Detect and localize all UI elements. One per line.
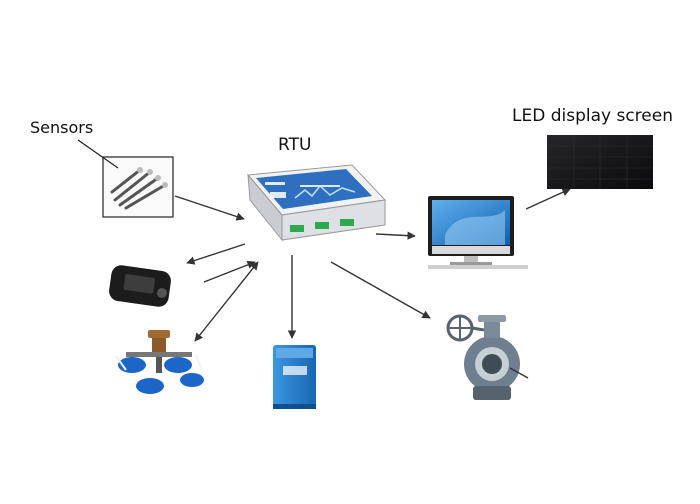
rtu-device-icon: [246, 164, 387, 242]
arrow-rtu-to-handheld: [186, 243, 246, 265]
aerator-icon: [115, 330, 204, 394]
arrow-handheld-to-rtu: [203, 260, 256, 283]
water-tank-icon: [273, 345, 316, 409]
led-display-panel-icon: [547, 135, 653, 189]
arrow-rtu-to-pc: [375, 231, 416, 240]
arrow-pc-to-led: [525, 188, 571, 210]
sensor-probes-icon: [102, 156, 174, 218]
arrow-sensors-to-rtu: [174, 195, 245, 221]
arrow-rtu-to-aerator: [194, 261, 259, 342]
sensors-label: Sensors: [30, 118, 94, 137]
butterfly-valve-icon: [446, 314, 529, 400]
arrow-rtu-to-valve: [330, 261, 431, 319]
led-display-screen-label: LED display screen: [512, 106, 673, 126]
sensors-pointer-line: [77, 139, 119, 169]
rtu-label: RTU: [278, 135, 312, 155]
handheld-device-icon: [109, 265, 171, 307]
pc-monitor-icon: [428, 196, 528, 269]
